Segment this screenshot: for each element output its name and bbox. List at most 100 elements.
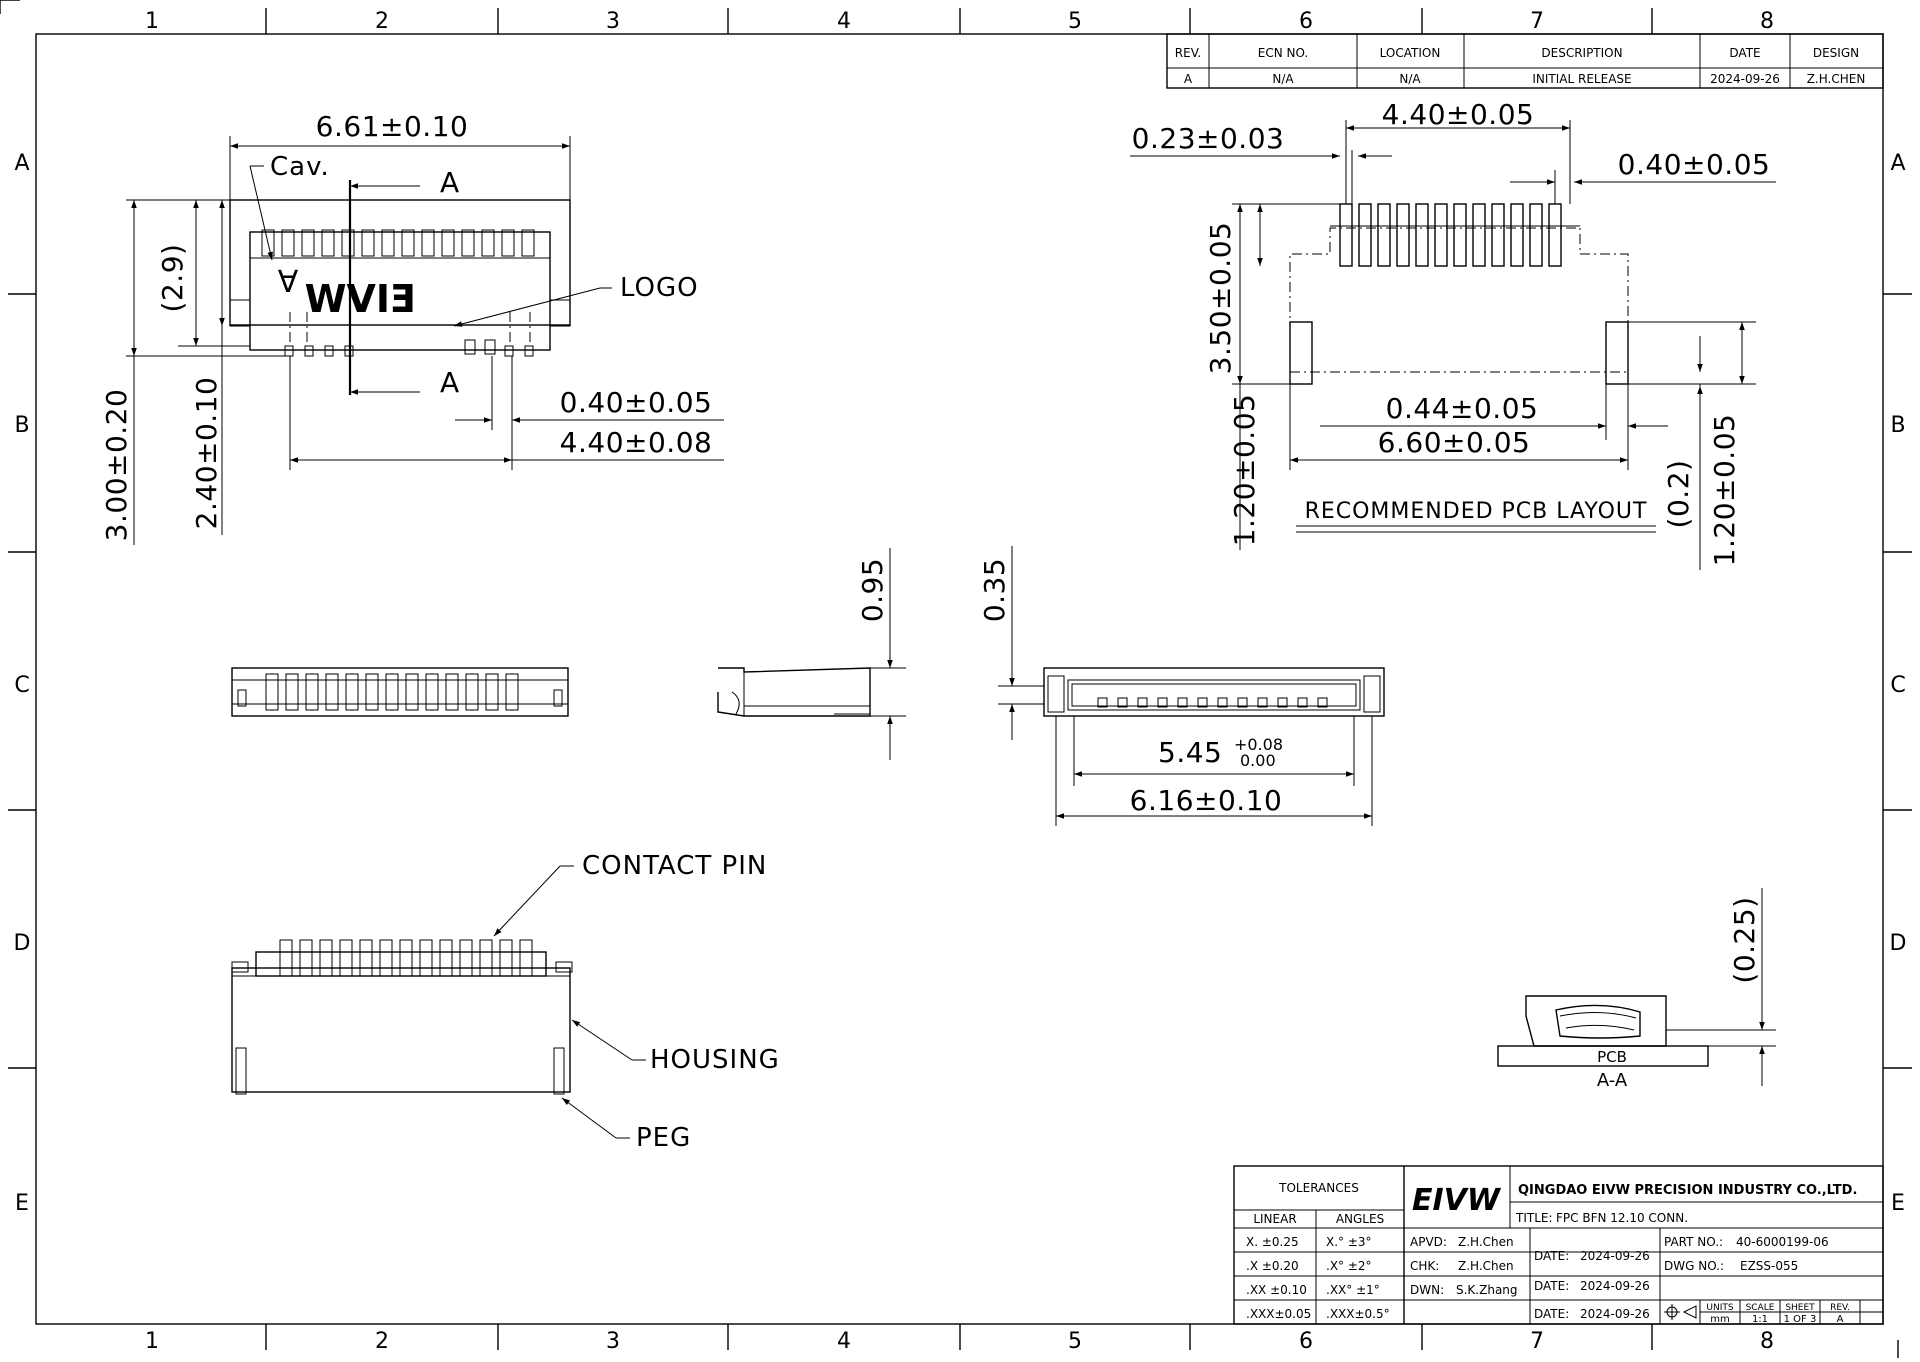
side-height-dim: 0.95 [856, 558, 889, 622]
top-view: EIVW A A A 6.61±0.10 Cav. LOGO 3.00±0.20… [100, 110, 724, 545]
scale-label: SCALE [1746, 1303, 1775, 1313]
location-value: N/A [1399, 72, 1421, 86]
date-label: DATE: [1534, 1307, 1569, 1321]
description-header: DESCRIPTION [1541, 46, 1622, 60]
linear-tol: .XXX±0.05 [1246, 1307, 1311, 1321]
rear-height-dim: 0.35 [978, 558, 1011, 622]
dwg-no-label: DWG NO.: [1664, 1259, 1724, 1273]
projection-symbol-icon [1664, 1304, 1697, 1320]
height-total-dim: 3.00±0.20 [100, 389, 133, 542]
width-dimension: 6.61±0.10 [316, 110, 469, 143]
col-label-top: 5 [1068, 9, 1082, 34]
dwn-value: S.K.Zhang [1456, 1283, 1518, 1297]
pcb-peg-height-right-dim: 1.20±0.05 [1708, 414, 1741, 567]
pcb-pad-width-dim: 0.23±0.03 [1132, 122, 1285, 155]
inner-width-base: 5.45 [1158, 736, 1222, 769]
date-label: DATE: [1534, 1249, 1569, 1263]
date-value: 2024-09-26 [1580, 1307, 1650, 1321]
units-value: mm [1710, 1314, 1729, 1325]
col-label-top: 1 [145, 9, 159, 34]
section-mark-top: A [440, 166, 460, 199]
row-label-right: D [1890, 931, 1907, 956]
peg-label: PEG [636, 1123, 691, 1153]
col-label-bottom: 5 [1068, 1329, 1082, 1354]
design-header: DESIGN [1813, 46, 1859, 60]
pcb-peg-height-dim: 1.20±0.05 [1228, 394, 1261, 547]
angle-tol: .X° ±2° [1326, 1259, 1372, 1273]
date-value: 2024-09-26 [1710, 72, 1780, 86]
section-aa-label: A-A [1597, 1070, 1628, 1091]
angle-tol: X.° ±3° [1326, 1235, 1372, 1249]
front-view [231, 667, 569, 717]
units-label: UNITS [1706, 1303, 1733, 1313]
col-label-top: 3 [606, 9, 620, 34]
title-label: TITLE: [1515, 1211, 1553, 1225]
inner-width-dim: 5.45 [1158, 736, 1222, 769]
part-no-value: 40-6000199-06 [1736, 1235, 1829, 1249]
pcb-layout-title: RECOMMENDED PCB LAYOUT [1305, 499, 1648, 524]
section-mark-bottom: A [440, 366, 460, 399]
rear-view: 0.35 5.45 +0.08 0.00 6.16±0.10 [978, 546, 1385, 826]
logo-label: LOGO [620, 273, 699, 303]
row-label-left: A [14, 151, 29, 176]
col-label-bottom: 3 [606, 1329, 620, 1354]
zone-labels: 1 2 3 4 5 6 7 8 1 2 3 4 5 6 7 8 A B C D … [14, 9, 1907, 1354]
linear-tol: X. ±0.25 [1246, 1235, 1299, 1249]
dwg-no-value: EZSS-055 [1740, 1259, 1798, 1273]
angle-tol: .XX° ±1° [1326, 1283, 1380, 1297]
pcb-width-dim: 6.60±0.05 [1378, 426, 1531, 459]
rev-header: REV. [1175, 46, 1201, 60]
height-ref-dim: (2.9) [156, 244, 189, 313]
inner-width-tol-minus: 0.00 [1240, 751, 1276, 770]
col-label-bottom: 1 [145, 1329, 159, 1354]
row-label-left: B [14, 413, 29, 438]
pcb-peg-gap-dim: 0.44±0.05 [1386, 392, 1539, 425]
date-label: DATE: [1534, 1279, 1569, 1293]
col-label-bottom: 2 [375, 1329, 389, 1354]
row-label-left: C [14, 673, 29, 698]
date-header: DATE [1729, 46, 1760, 60]
outer-width-dim: 6.16±0.10 [1130, 784, 1283, 817]
col-label-top: 2 [375, 9, 389, 34]
inner-width-tol-plus: +0.08 [1234, 735, 1283, 754]
part-no-label: PART NO.: [1664, 1235, 1723, 1249]
row-label-right: B [1890, 413, 1905, 438]
contact-pin-label: CONTACT PIN [582, 851, 767, 881]
rev-label: REV. [1830, 1303, 1850, 1313]
col-label-top: 7 [1530, 9, 1544, 34]
pitch-dim: 0.40±0.05 [560, 386, 713, 419]
linear-header: LINEAR [1253, 1212, 1296, 1226]
apvd-label: APVD: [1410, 1235, 1447, 1249]
height-body-dim: 2.40±0.10 [190, 377, 223, 530]
description-value: INITIAL RELEASE [1532, 72, 1631, 86]
col-label-top: 4 [837, 9, 851, 34]
angle-tol: .XXX±0.5° [1326, 1307, 1390, 1321]
date-value: 2024-09-26 [1580, 1279, 1650, 1293]
company-logo: EIVW [1412, 1183, 1502, 1218]
revision-table: REV. ECN NO. LOCATION DESCRIPTION DATE D… [1166, 33, 1884, 89]
rev-value: A [1184, 72, 1193, 86]
row-label-right: E [1891, 1191, 1905, 1216]
span-dim: 4.40±0.08 [560, 426, 713, 459]
row-label-left: D [14, 931, 31, 956]
iso-view: CONTACT PIN HOUSING PEG [231, 851, 780, 1153]
col-label-bottom: 4 [837, 1329, 851, 1354]
side-view: 0.95 [717, 548, 906, 760]
row-label-right: A [1890, 151, 1905, 176]
chk-label: CHK: [1410, 1259, 1439, 1273]
row-label-left: E [15, 1191, 29, 1216]
scale-value: 1:1 [1752, 1314, 1768, 1325]
cav-label: Cav. [270, 152, 330, 182]
col-label-top: 8 [1760, 9, 1774, 34]
location-header: LOCATION [1380, 46, 1441, 60]
dwn-label: DWN: [1410, 1283, 1444, 1297]
col-label-bottom: 8 [1760, 1329, 1774, 1354]
cavity-mark: A [278, 262, 299, 297]
row-label-right: C [1890, 673, 1905, 698]
pcb-layout-view: 4.40±0.05 0.23±0.03 0.40±0.05 3.50±0.05 … [1130, 98, 1776, 570]
sheet-label: SHEET [1785, 1303, 1815, 1313]
housing-label: HOUSING [650, 1045, 780, 1075]
